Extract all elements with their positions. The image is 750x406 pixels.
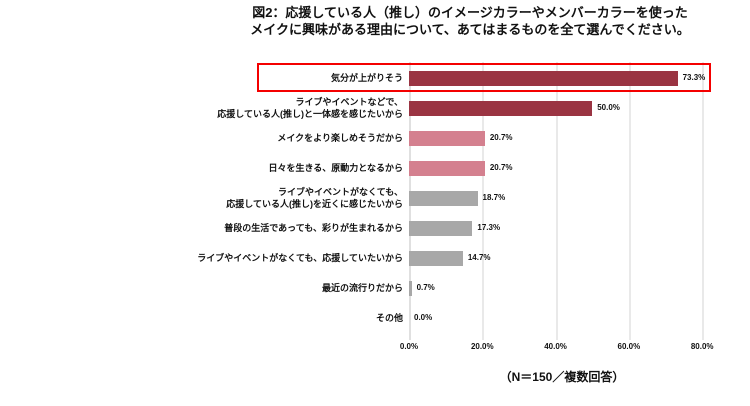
category-label: 日々を生きる、原動力となるから — [93, 162, 403, 174]
category-label: メイクをより楽しめそうだから — [93, 132, 403, 144]
bar — [409, 161, 485, 176]
page-title: 図2：応援している人（推し）のイメージカラーやメンバーカラーを使った メイクに興… — [196, 4, 744, 38]
gridline-60.0 — [628, 62, 631, 340]
bar — [409, 101, 593, 116]
bar-row: 0.7% — [409, 274, 715, 304]
x-axis-tick-label: 20.0% — [470, 342, 494, 351]
plot-area: 73.3% 50.0% 20.7% 20.7% 18.7% 17.3% 14.7% 0.7% 0… — [409, 62, 715, 340]
category-label: 気分が上がりそう — [93, 72, 403, 84]
title-line-2: メイクに興味がある理由について、あてはまるものを全て選んでください。 — [250, 22, 690, 37]
category-label-line: 気分が上がりそう — [330, 73, 403, 83]
sample-size-note: （N＝150／複数回答） — [499, 370, 625, 384]
gridline-40.0 — [555, 62, 558, 340]
bar-row: 0.0% — [409, 304, 715, 334]
bar-value-label: 14.7% — [467, 253, 491, 262]
category-label-line: ライブやイベントがなくても、応援していたいから — [197, 253, 403, 263]
bar-row: 17.3% — [409, 214, 715, 244]
bar — [409, 281, 412, 296]
category-label-line: 応援している人(推し)を近くに感じたいから — [226, 199, 403, 209]
bar-value-label: 18.7% — [482, 193, 506, 202]
category-label-line: その他 — [375, 313, 403, 323]
category-label: ライブやイベントがなくても、応援している人(推し)を近くに感じたいから — [93, 186, 403, 210]
x-axis: 0.0% 20.0% 40.0% 60.0% 80.0% — [400, 340, 715, 358]
bar-row: 73.3% — [409, 64, 715, 94]
category-label: その他 — [93, 312, 403, 324]
bar-row: 14.7% — [409, 244, 715, 274]
bar — [409, 131, 485, 146]
bar-value-label: 50.0% — [597, 103, 620, 112]
category-label: ライブやイベントなどで、応援している人(推し)と一体感を感じたいから — [93, 96, 403, 120]
highlight-box — [257, 63, 711, 92]
bar-row: 18.7% — [409, 184, 715, 214]
gridline-20.0 — [482, 62, 485, 340]
bar — [409, 251, 463, 266]
category-label: 普段の生活であっても、彩りが生まれるから — [93, 222, 403, 234]
category-label-line: 日々を生きる、原動力となるから — [268, 163, 403, 173]
category-label-line: ライブやイベントがなくても、 — [277, 187, 403, 197]
title-line-1: 図2：応援している人（推し）のイメージカラーやメンバーカラーを使った — [252, 5, 688, 20]
category-label-line: メイクをより楽しめそうだから — [277, 133, 403, 143]
bar-value-label: 20.7% — [489, 163, 513, 172]
bar-row: 20.7% — [409, 154, 715, 184]
bar-value-label: 0.7% — [416, 283, 435, 292]
bar-value-label: 73.3% — [682, 73, 706, 82]
x-axis-tick-label: 60.0% — [617, 342, 641, 351]
bar-value-label: 17.3% — [477, 223, 501, 232]
bar — [409, 191, 478, 206]
x-axis-tick-label: 40.0% — [544, 342, 567, 351]
x-axis-tick-label: 80.0% — [690, 342, 714, 351]
category-label-line: ライブやイベントなどで、 — [295, 97, 403, 107]
bar-row: 20.7% — [409, 124, 715, 154]
bar-value-label: 0.0% — [414, 313, 433, 322]
bar — [409, 221, 473, 236]
category-label: 最近の流行りだから — [93, 282, 403, 294]
category-label: ライブやイベントがなくても、応援していたいから — [93, 252, 403, 264]
bar-value-label: 20.7% — [489, 133, 513, 142]
category-label-line: 普段の生活であっても、彩りが生まれるから — [224, 223, 403, 233]
gridline-80.0 — [702, 62, 705, 340]
bar — [409, 71, 678, 86]
x-axis-tick-label: 0.0% — [399, 342, 419, 351]
category-label-line: 応援している人(推し)と一体感を感じたいから — [217, 109, 403, 119]
category-label-line: 最近の流行りだから — [321, 283, 403, 293]
bar-row: 50.0% — [409, 94, 715, 124]
